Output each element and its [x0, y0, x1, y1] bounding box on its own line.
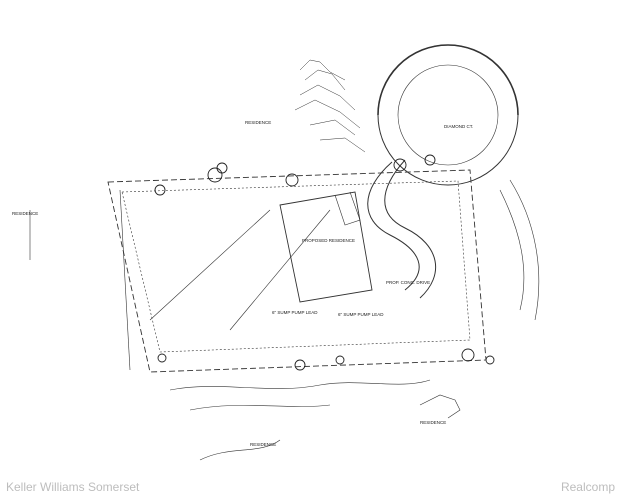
residence-top-label: RESIDENCE: [245, 120, 271, 125]
trees: [154, 154, 495, 371]
sump-pump-lead-right-label: 6" SUMP PUMP LEAD: [338, 312, 384, 317]
prop-conc-drive-label: PROP. CONC. DRIVE: [386, 280, 430, 285]
residence-right-label: RESIDENCE: [420, 420, 446, 425]
proposed-residence-label: PROPOSED RESIDENCE: [302, 238, 355, 243]
proposed-residence-footprint: [279, 191, 373, 303]
contour-hatching: [294, 59, 366, 153]
lower-contour: [169, 379, 431, 391]
watermark-left: Keller Williams Somerset: [6, 480, 140, 494]
residence-left-label: RESIDENCE: [12, 211, 38, 216]
sump-pump-lead-left-label: 6" SUMP PUMP LEAD: [272, 310, 318, 315]
setback-line: [121, 180, 471, 353]
residence-bottom-label: RESIDENCE: [250, 442, 276, 447]
watermark-right: Realcomp: [560, 480, 615, 494]
driveway: [367, 161, 420, 291]
street-label: DIAMOND CT.: [444, 124, 473, 129]
